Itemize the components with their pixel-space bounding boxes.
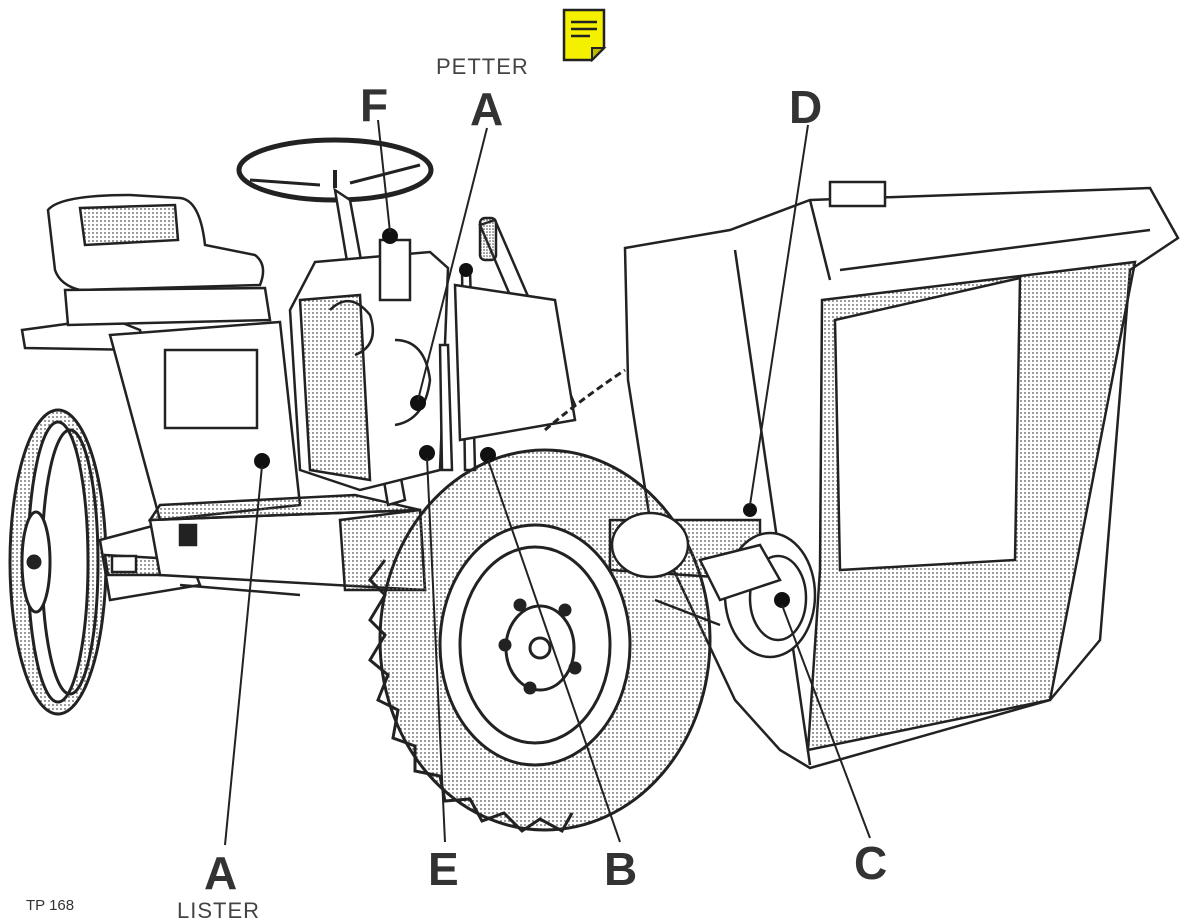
label-b: B	[604, 843, 638, 895]
grass-collector	[623, 180, 1180, 770]
label-a-top: A	[470, 83, 504, 135]
label-d: D	[789, 81, 823, 133]
figure-reference: TP 168	[26, 897, 75, 914]
leader-lines	[224, 119, 871, 846]
rear-axle-hub	[608, 511, 817, 659]
location-markers	[254, 228, 790, 608]
label-f: F	[360, 79, 389, 131]
label-petter: PETTER	[436, 54, 529, 79]
front-wheel	[8, 408, 108, 716]
label-a-bottom: A	[204, 847, 238, 899]
label-c: C	[854, 837, 888, 889]
label-e: E	[428, 843, 459, 895]
rear-wheel	[368, 448, 712, 834]
seat	[46, 193, 272, 327]
rear-panel	[453, 283, 577, 442]
label-lister: LISTER	[177, 898, 261, 923]
sticky-note-icon[interactable]	[562, 8, 608, 63]
engine	[288, 238, 450, 492]
hitch-chain	[544, 368, 626, 432]
